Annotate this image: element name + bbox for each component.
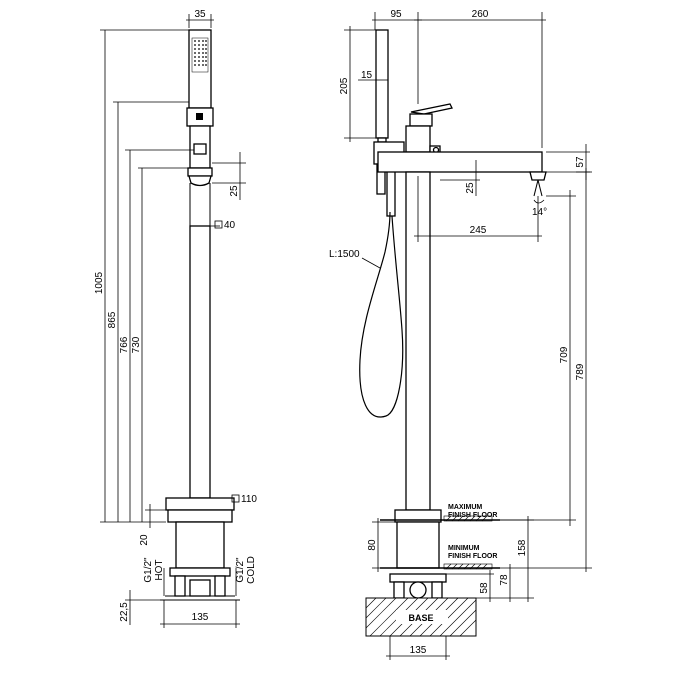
right-lower-body [396, 521, 440, 569]
right-dim-15: 15 [358, 70, 388, 81]
right-dim-58: 58 [446, 570, 494, 602]
left-dim-22-5: 22,5 [119, 590, 160, 625]
right-dim-80: 80 [367, 518, 397, 572]
right-dim-57-label: 57 [575, 156, 586, 168]
right-mixer-body [405, 125, 431, 153]
left-hot-label-2: HOT [154, 559, 165, 580]
left-dim-20-label: 20 [139, 534, 150, 546]
left-handshower [188, 29, 212, 109]
right-dim-78: 78 [499, 564, 511, 602]
right-dim-260: 260 [414, 9, 546, 148]
right-dim-135: 135 [386, 636, 450, 660]
right-handshower [375, 29, 389, 139]
left-main-column [189, 225, 211, 499]
left-dim-766: 766 [119, 336, 130, 353]
right-dim-25-label: 25 [465, 182, 476, 194]
right-dim-135-label: 135 [410, 645, 427, 656]
left-spout-end [188, 175, 212, 187]
right-dim-15-label: 15 [361, 70, 373, 81]
right-min-floor-line-2: FINISH FLOOR [448, 553, 497, 560]
left-square-110: 110 [212, 494, 257, 505]
right-dim-205-label: 205 [339, 77, 350, 94]
left-dim-25-label: 25 [229, 185, 240, 197]
right-hose-length: L:1500 [329, 249, 381, 269]
right-dim-789-label: 789 [575, 363, 586, 380]
right-dim-245: 245 [414, 176, 542, 242]
left-dim-35: 35 [186, 9, 214, 28]
right-base-hatch: BASE [365, 597, 477, 637]
left-dim-22-5-label: 22,5 [119, 602, 130, 622]
left-installation-kit [160, 567, 240, 601]
right-dim-95-label: 95 [390, 9, 402, 20]
right-max-floor: MAXIMUM FINISH FLOOR [380, 504, 500, 522]
right-dim-789: 789 [500, 168, 592, 572]
right-dim-95: 95 [372, 9, 422, 104]
left-dim-865: 865 [107, 311, 118, 328]
right-dim-58-label: 58 [479, 582, 490, 594]
right-angle-14: 14° [532, 199, 547, 218]
right-dim-260-label: 260 [472, 9, 489, 20]
left-square-40-label: 40 [224, 220, 236, 231]
left-mixer-body [187, 167, 213, 177]
left-view: 35 1005 865 766 730 25 [94, 9, 257, 628]
right-lever [410, 103, 453, 115]
square-symbol-icon [231, 494, 240, 503]
right-spout [377, 151, 543, 173]
left-dim-1005: 1005 [94, 271, 105, 294]
left-spray-face [191, 37, 209, 73]
right-dim-205: 205 [339, 26, 376, 142]
right-base-label: BASE [408, 613, 433, 623]
right-min-floor-line-1: MINIMUM [448, 545, 480, 552]
right-dim-245-label: 245 [470, 225, 487, 236]
right-hose-length-label: L:1500 [329, 249, 360, 260]
left-holder-button [196, 113, 203, 120]
right-lever-base [409, 113, 433, 127]
left-cold-label-1: G1/2" [235, 557, 246, 583]
left-dim-20: 20 [139, 504, 166, 546]
right-min-floor: MINIMUM FINISH FLOOR [380, 545, 500, 570]
right-dim-25: 25 [440, 160, 480, 196]
right-max-floor-line-2: FINISH FLOOR [448, 512, 497, 519]
left-base-plate [165, 497, 235, 511]
left-dim-730: 730 [131, 336, 142, 353]
left-square-connector [193, 143, 207, 155]
right-dim-57: 57 [546, 144, 590, 180]
right-max-floor-line-1: MAXIMUM [448, 504, 482, 511]
left-dim-135-label: 135 [192, 612, 209, 623]
left-hot-connection: G1/2" HOT [143, 557, 165, 596]
right-spout-outlet [529, 171, 547, 181]
left-cold-connection: G1/2" COLD [235, 556, 257, 596]
left-lower-body [175, 521, 225, 569]
left-dim-25: 25 [212, 152, 246, 200]
left-dim-35-label: 35 [194, 9, 206, 20]
right-view: MAXIMUM FINISH FLOOR MINIMUM FINISH FLOO… [329, 9, 592, 660]
right-installation-kit [389, 573, 447, 599]
right-angle-14-label: 14° [532, 207, 547, 218]
left-dim-135: 135 [160, 600, 240, 628]
right-dim-709-label: 709 [559, 346, 570, 363]
right-hose [359, 211, 404, 418]
right-dim-80-label: 80 [367, 539, 378, 551]
left-cold-label-2: COLD [246, 556, 257, 584]
right-dim-158-label: 158 [517, 539, 528, 556]
left-square-110-label: 110 [241, 494, 257, 505]
right-dim-158: 158 [476, 516, 534, 602]
left-height-dims: 1005 865 766 730 [94, 29, 194, 523]
right-dim-78-label: 78 [499, 574, 510, 586]
left-square-40: 40 [210, 220, 236, 231]
square-symbol-icon [214, 220, 223, 229]
left-base-cover [167, 509, 233, 523]
left-hot-label-1: G1/2" [143, 557, 154, 583]
